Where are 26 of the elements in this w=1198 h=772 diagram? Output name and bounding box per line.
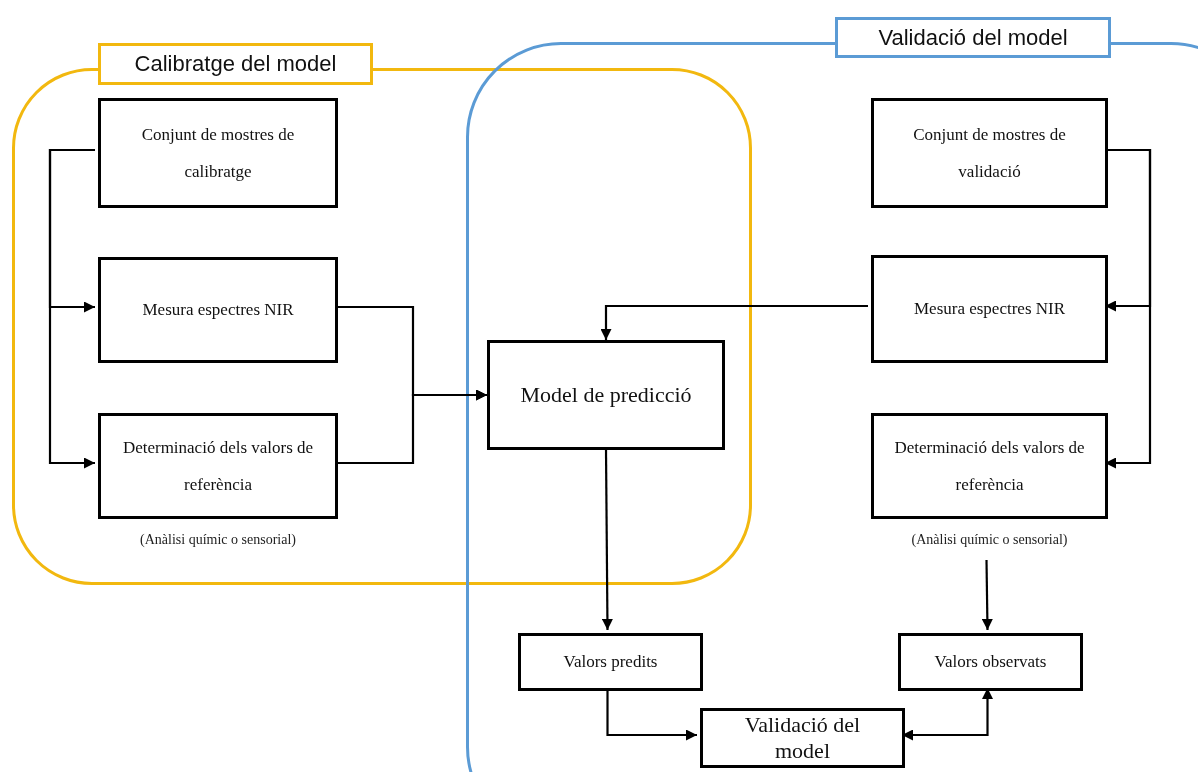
process-box: [871, 255, 1108, 363]
process-box: [871, 98, 1108, 208]
box-label: Valors predits: [562, 651, 659, 674]
arrow: [601, 450, 613, 630]
box-label: Determinació dels valors de referència: [893, 436, 1086, 496]
process-box: [487, 340, 725, 450]
note-text: (Anàlisi químic o sensorial): [139, 532, 297, 548]
box-label: Mesura espectres NIR: [141, 299, 295, 322]
box-label: Model de predicció: [519, 381, 693, 409]
note-text: (Anàlisi químic o sensorial): [910, 532, 1069, 548]
process-box: [518, 633, 703, 691]
box-label: Determinació dels valors de referència: [121, 436, 315, 496]
box-label: Conjunt de mostres de calibratge: [140, 123, 296, 183]
process-box: [898, 633, 1083, 691]
group-title: Validació del model: [835, 17, 1111, 58]
arrow: [48, 148, 95, 469]
process-box: [98, 98, 338, 208]
box-label: Validació del model: [743, 711, 862, 765]
box-label: Valors observats: [933, 651, 1048, 674]
arrow: [600, 304, 868, 340]
process-box: [98, 257, 338, 363]
arrow: [981, 560, 993, 630]
process-box: [700, 708, 905, 768]
group-title: Calibratge del model: [98, 43, 373, 85]
box-label: Mesura espectres NIR: [912, 298, 1067, 321]
box-label: Conjunt de mostres de validació: [912, 123, 1067, 183]
